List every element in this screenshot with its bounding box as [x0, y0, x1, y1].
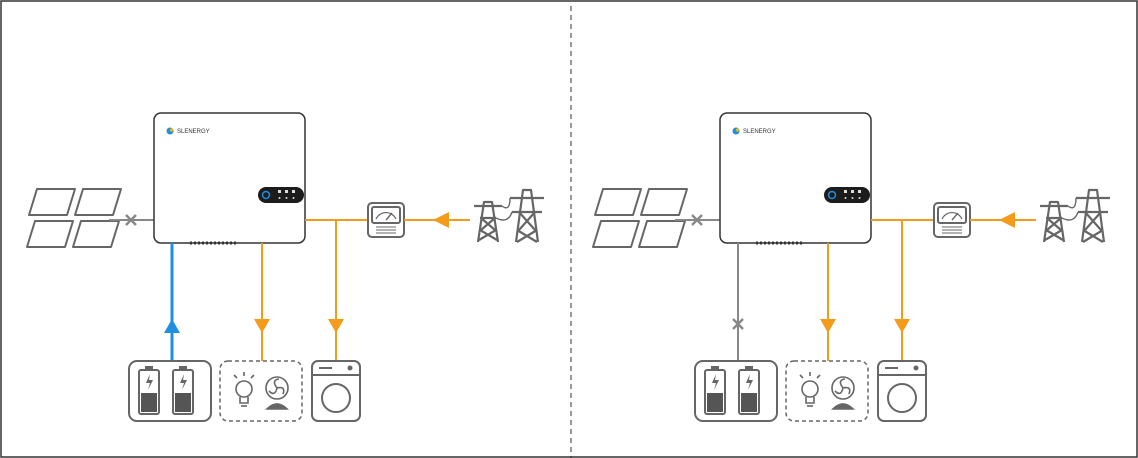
moon-icon [53, 46, 98, 104]
battery-cell-icon [704, 366, 726, 415]
backup-load-arrow [254, 319, 270, 333]
appliance-load-arrow [328, 319, 344, 333]
pv-disconnect-mark [125, 214, 137, 226]
light-bulb-icon [799, 372, 821, 407]
grid-tower-icon [1040, 188, 1110, 243]
panel-night-idle: SLENERGY [592, 46, 1110, 422]
washing-machine-icon [877, 360, 927, 422]
pv-array-icon [592, 188, 688, 248]
backup-loads-box [219, 360, 303, 422]
pv-array-icon [26, 188, 122, 248]
backup-loads-box [785, 360, 869, 422]
energy-meter-icon [933, 202, 971, 238]
inverter: SLENERGY [719, 112, 872, 245]
pv-disconnect-mark [691, 214, 703, 226]
inverter-body [153, 112, 306, 244]
grid-tower-icon [474, 188, 544, 243]
inverter-power-indicator [261, 190, 271, 200]
battery-pack-icon [128, 360, 212, 422]
light-bulb-icon [233, 372, 255, 407]
backup-load-arrow [820, 319, 836, 333]
inverter-brand-label: SLENERGY [743, 129, 776, 135]
inverter-brand-label: SLENERGY [177, 129, 210, 135]
moon-icon [619, 46, 664, 104]
inverter-display [824, 187, 870, 203]
inverter: SLENERGY [153, 112, 306, 245]
backup-loads [219, 360, 303, 422]
energy-meter-icon [367, 202, 405, 238]
inverter-power-indicator [827, 190, 837, 200]
battery-pack-icon [694, 360, 778, 422]
backup-loads [785, 360, 869, 422]
appliance-load-arrow [894, 319, 910, 333]
grid-import-arrow [433, 212, 449, 228]
grid-import-arrow [999, 212, 1015, 228]
panel-night-charge: SLENERGY [26, 46, 544, 422]
battery-cell-icon [738, 366, 760, 415]
battery-disconnect-mark [732, 318, 744, 330]
battery-cell-icon [172, 366, 194, 415]
battery-cell-icon [138, 366, 160, 415]
inverter-display [258, 187, 304, 203]
washing-machine-icon [311, 360, 361, 422]
inverter-body [719, 112, 872, 244]
fan-icon [831, 376, 855, 410]
fan-icon [265, 376, 289, 410]
battery-charge-arrow [164, 319, 180, 333]
